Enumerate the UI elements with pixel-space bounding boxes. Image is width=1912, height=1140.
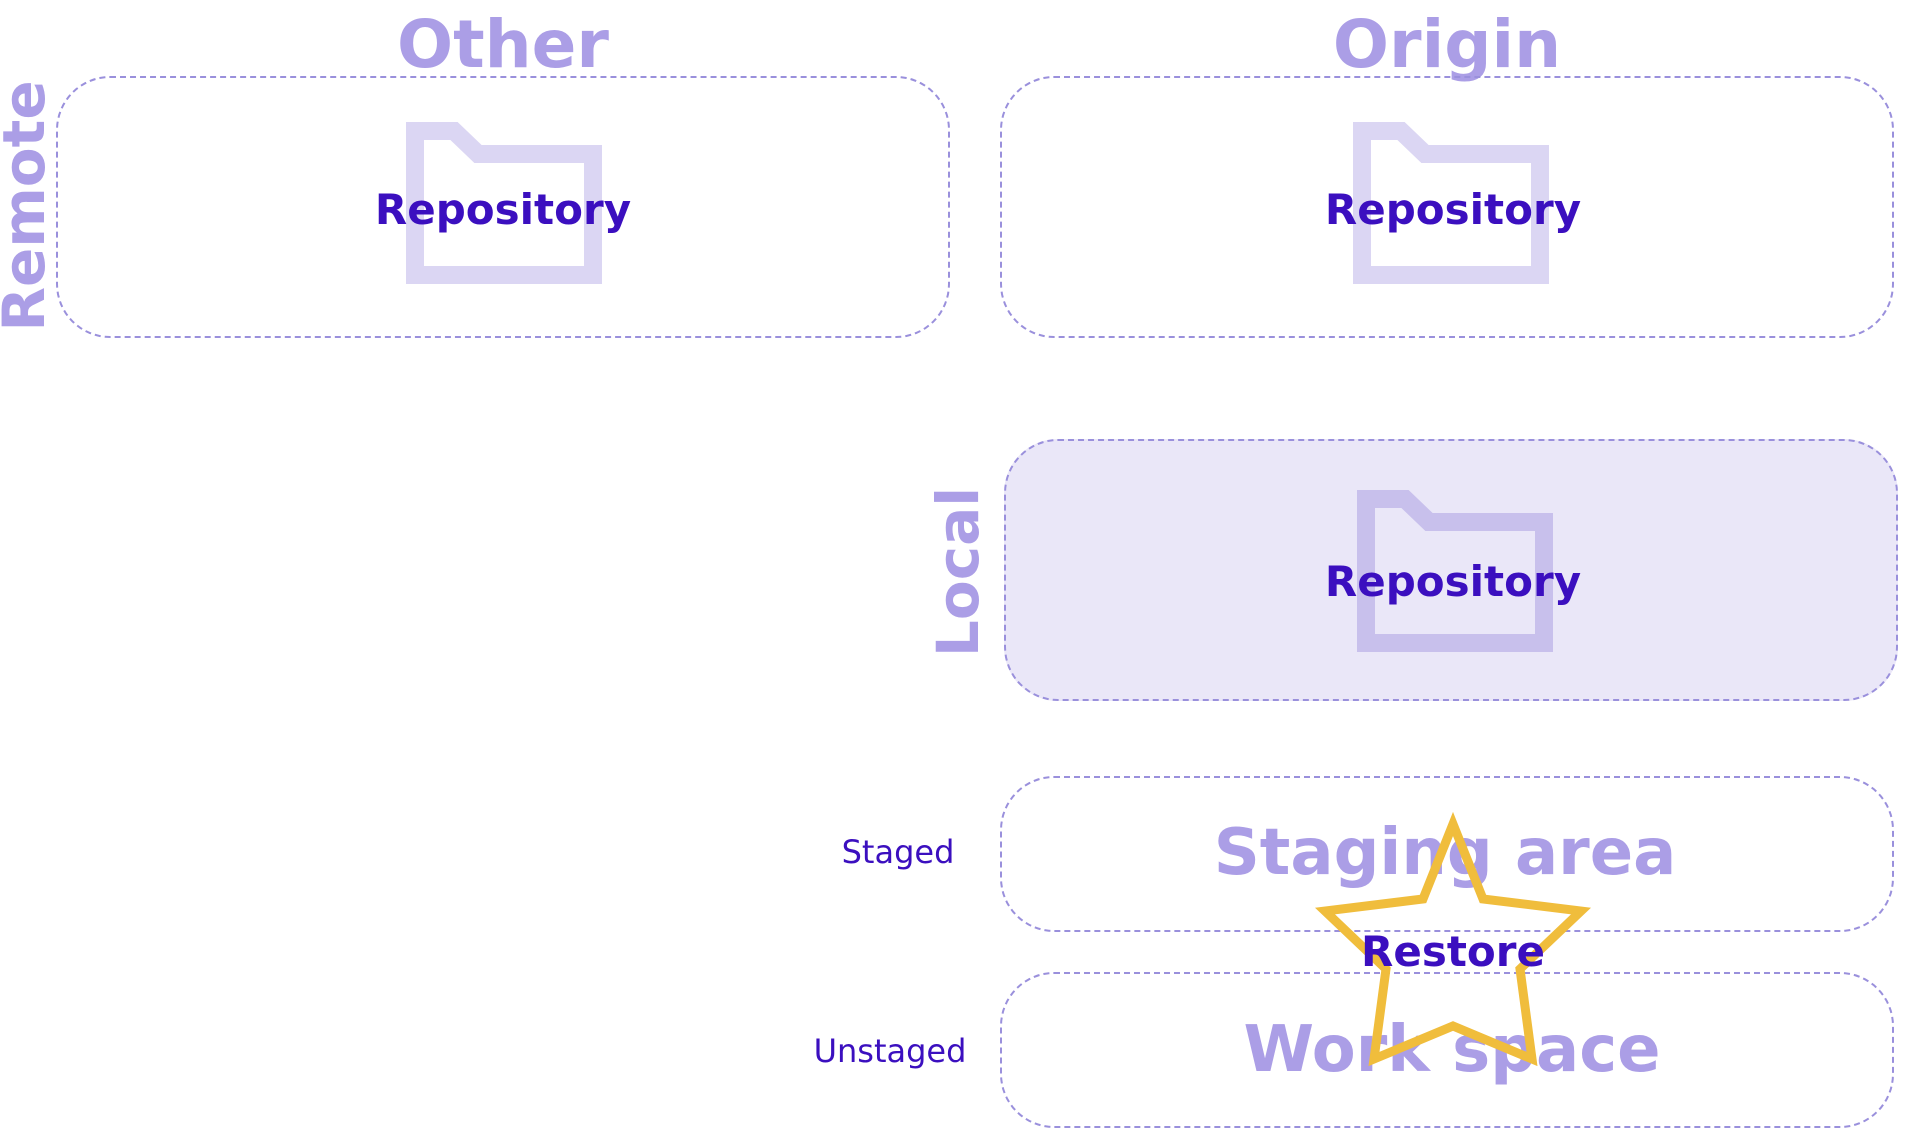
folder-icon: [1357, 490, 1553, 652]
work-space-box: [1000, 972, 1894, 1128]
staging-area-box: [1000, 776, 1894, 932]
remote-label: Remote: [0, 80, 58, 332]
restore-label: Restore: [1361, 927, 1545, 976]
other-remote-box: [56, 76, 950, 338]
origin-repository-label: Repository: [1324, 185, 1582, 234]
origin-remote-box: [1000, 76, 1894, 338]
staged-label: Staged: [841, 833, 955, 871]
local-repository-label: Repository: [1324, 557, 1582, 606]
folder-icon: [406, 122, 602, 284]
origin-title: Origin: [1332, 6, 1562, 83]
local-repository-box: [1004, 439, 1898, 701]
other-title: Other: [397, 6, 609, 83]
star-icon: [1314, 811, 1592, 1067]
folder-icon: [1353, 122, 1549, 284]
unstaged-label: Unstaged: [813, 1032, 967, 1070]
local-label: Local: [924, 486, 992, 658]
other-repository-label: Repository: [374, 185, 632, 234]
